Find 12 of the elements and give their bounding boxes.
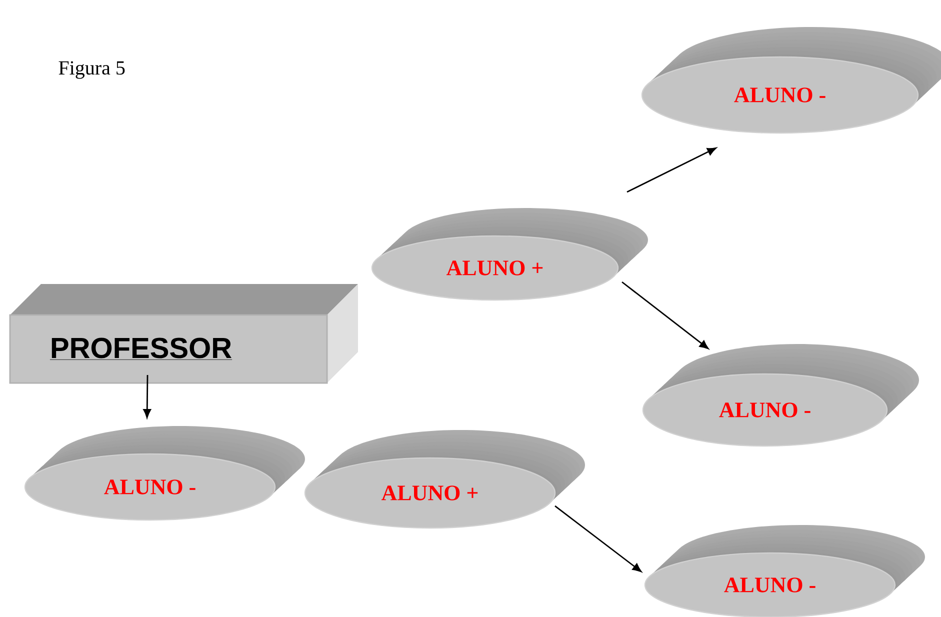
arrow [554, 505, 642, 572]
figure-caption: Figura 5 [58, 61, 125, 79]
disc: ALUNO - [644, 525, 925, 617]
disc: ALUNO + [371, 208, 648, 301]
arrow [143, 374, 152, 418]
arrow [626, 147, 716, 193]
block: PROFESSOR [9, 284, 358, 384]
disc: ALUNO - [641, 27, 941, 134]
disc: ALUNO - [642, 344, 919, 447]
arrow [622, 281, 709, 350]
disc: ALUNO - [24, 426, 305, 521]
disc: ALUNO + [304, 430, 585, 529]
